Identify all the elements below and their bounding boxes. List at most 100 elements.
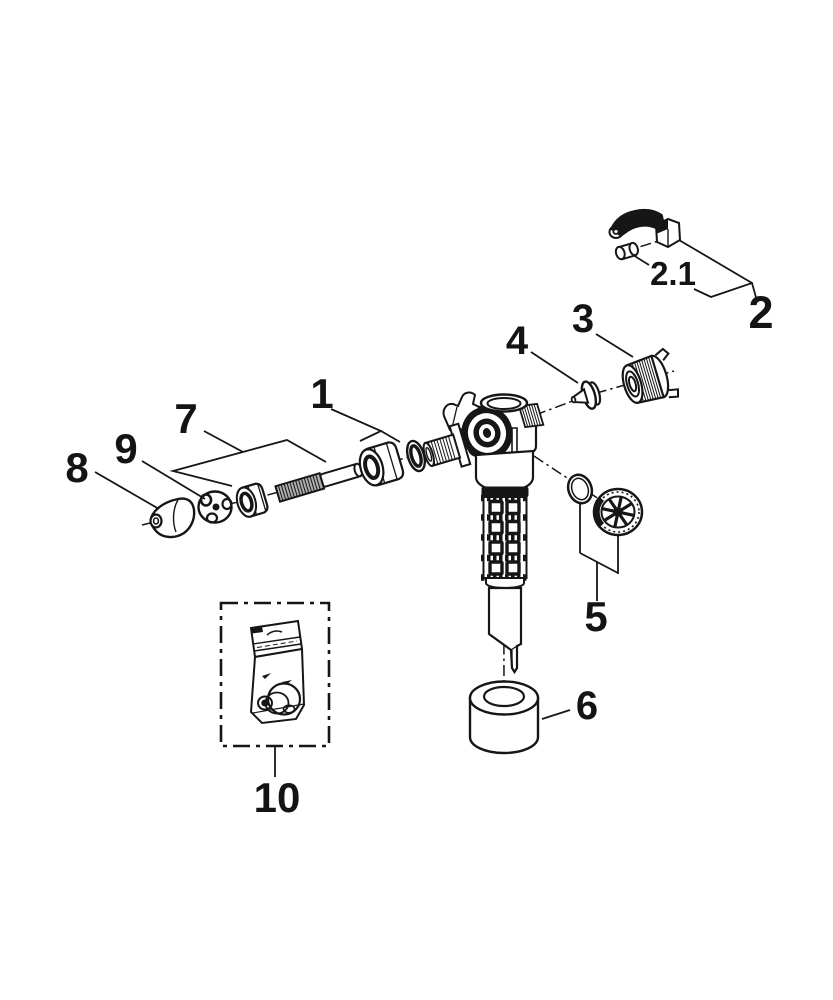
part-8-cone-cap [149,497,196,539]
kit-card-text-line [256,640,298,648]
leader-7-stem [203,430,244,453]
part-label-1: 1 [310,370,333,417]
cup-rim [468,680,540,716]
part-1-union-nut [358,441,405,487]
cap-clip-upper [654,347,670,361]
o-ring-outer [566,473,594,505]
cap-front-face [621,364,644,404]
cap-front-ring-1 [625,370,641,398]
pin-rear [628,241,639,257]
cone-body [149,497,196,539]
inlet-end-bore [425,446,433,462]
part-6-damper-cup [468,680,540,755]
tail-tube-notch-line [510,645,518,651]
part-9-round-nut [197,490,233,524]
filter-cartridge [481,486,529,675]
leader-7 [169,430,327,487]
part-5-flow-wheel [592,487,644,537]
hex-front-chamfer [239,491,254,513]
leader-2-1 [632,254,650,266]
spindle-thread-shade [275,473,325,502]
cone-base-curve [172,499,179,533]
leader-3 [595,333,634,358]
leader-4 [530,351,579,384]
part-7-hex-nut [235,482,269,518]
o-ring-inner [570,477,590,501]
leader-2 [678,239,758,302]
valve-neck-bore [486,397,522,410]
part-label-8: 8 [65,444,88,491]
part-label-2-1: 2.1 [650,255,696,292]
leader-5 [579,504,619,601]
part-label-4: 4 [506,319,529,363]
pin-front [614,245,626,261]
valve-collar [474,449,535,493]
leader-1-bracket-right [380,430,401,443]
ring-center [482,428,492,438]
round-nut-recess-3 [205,512,219,524]
kit-card-corner-mark [251,626,263,634]
part-label-3: 3 [572,297,594,341]
part-label-5: 5 [584,593,607,640]
kit-boundary-box [219,601,331,748]
part-2-lever-assembly [608,208,682,261]
valve-inlet-rings [461,406,513,460]
washer-inner [409,444,423,468]
cartridge-windows [488,499,521,576]
leader-1 [330,408,401,443]
round-nut-center-hole [212,503,220,511]
part-7-threaded-spindle [274,462,364,503]
part-label-9: 9 [114,425,137,472]
part-3-knurled-cap [621,347,680,404]
cap-clip-lower [667,388,680,399]
leader-2-bracket [693,281,758,302]
lever-boss-hole [612,228,620,235]
lever-block-face [656,219,668,234]
leader-5-diagonal [579,552,619,574]
part-label-10: 10 [254,774,301,821]
tail-tube [487,586,523,675]
leader-7-bracket [169,439,327,487]
diaphragm-tip [570,396,577,404]
callout-leaders [94,239,758,777]
leader-1-bracket-left [330,408,384,442]
valve-clevis-bracket [442,391,481,432]
round-nut-recess-1 [199,493,213,507]
callout-labels: 1 2 2.1 3 4 5 6 7 8 9 10 [65,255,773,821]
kit-bag-fold-line [252,703,305,714]
union-nut-chamfer [363,454,381,480]
wheel-hub [613,507,623,517]
cone-tip-hole [152,517,160,525]
wheel-serration [596,491,640,533]
cone-tip [149,513,163,529]
spindle-thread-hatch [277,474,321,501]
cartridge-bottom-ring [485,577,525,590]
part-2-1-pivot-pin [614,241,639,261]
cap-front-ring-2 [627,375,638,393]
round-nut-recess-2 [221,497,233,511]
cup-bore [482,685,526,708]
wheel-rim-inner [600,495,636,529]
part-label-6: 6 [576,684,598,728]
vertical-axis-centerline [502,449,505,691]
part-label-7: 7 [174,395,197,442]
kit-oring-large [266,682,302,716]
leader-2-from-assembly [678,239,753,284]
part-4-diaphragm [570,380,602,410]
kit-oring-small [257,695,273,711]
leader-8 [94,471,160,510]
kit-bag-arrow-1 [262,673,271,679]
kit-card-line-1 [252,636,301,645]
wheel-rim-shade [594,497,605,527]
union-nut-facet-2 [386,443,398,479]
leader-9 [141,460,206,500]
leader-6 [541,709,571,720]
kit-card-hang-tab [266,630,283,636]
hex-facet-line-2 [257,483,267,512]
valve-inlet-port [422,422,472,468]
kit-washer-flat [282,704,296,714]
part-10-service-kit [219,601,331,748]
kit-gasket-dark [261,699,269,707]
